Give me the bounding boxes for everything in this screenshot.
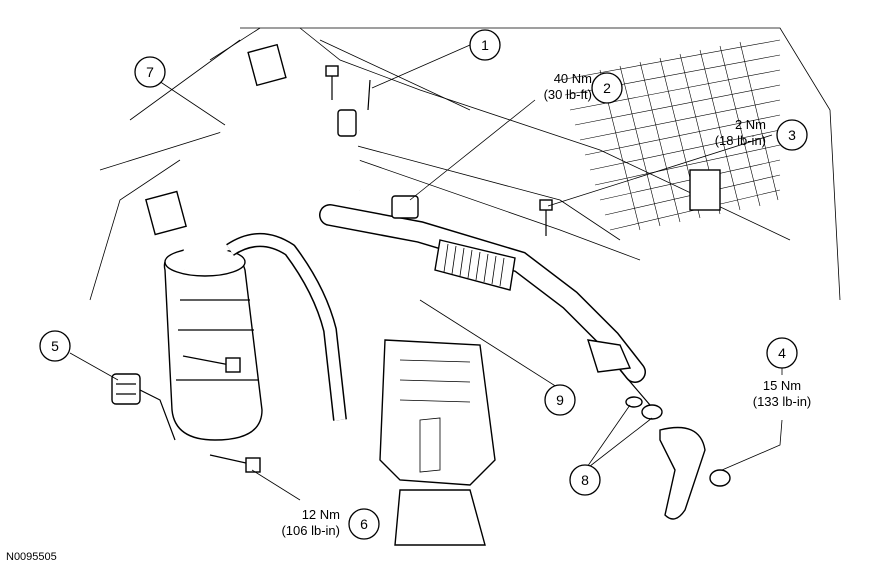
callout-number: 3 [788, 127, 796, 143]
torque-spec: 2 Nm [735, 117, 766, 132]
callout-number: 2 [603, 80, 611, 96]
leader-lines [69, 44, 783, 501]
callout-number: 8 [581, 472, 589, 488]
callout-circle [39, 330, 71, 362]
callout-3: 3 2 Nm(18 lb-in) [715, 117, 808, 151]
callout-5: 5 [39, 330, 71, 362]
callout-circle [766, 337, 798, 369]
callout-circle [544, 384, 576, 416]
torque-spec: 12 Nm [302, 507, 340, 522]
bolts [182, 65, 553, 473]
callout-number: 6 [360, 516, 368, 532]
callout-circle [134, 56, 166, 88]
torque-spec: 15 Nm [763, 378, 801, 393]
callout-1: 1 [469, 29, 501, 61]
callout-number: 4 [778, 345, 786, 361]
callout-number: 7 [146, 64, 154, 80]
callout-circle [591, 72, 623, 104]
callout-number: 5 [51, 338, 59, 354]
callout-number: 1 [481, 37, 489, 53]
accumulator [163, 247, 263, 441]
fitting-assembly [586, 339, 731, 520]
torque-spec: (30 lb-ft) [544, 87, 592, 102]
cowl-structure [89, 27, 841, 301]
callout-9: 9 [544, 384, 576, 416]
callout-circle [569, 464, 601, 496]
torque-spec: (106 lb-in) [281, 523, 340, 538]
torque-spec: (18 lb-in) [715, 133, 766, 148]
callout-4: 4 15 Nm(133 lb-in) [753, 337, 812, 409]
torque-spec: 40 Nm [554, 71, 592, 86]
callout-6: 6 12 Nm(106 lb-in) [281, 507, 380, 540]
torque-spec: (133 lb-in) [753, 394, 812, 409]
pressure-switch [111, 373, 176, 441]
callout-2: 2 40 Nm(30 lb-ft) [544, 71, 623, 104]
figure-id: N0095505 [6, 551, 57, 563]
callout-number: 9 [556, 392, 564, 408]
callout-7: 7 [134, 56, 166, 88]
callout-circle [348, 508, 380, 540]
callout-circle [776, 119, 808, 151]
evaporator-housing [379, 339, 496, 546]
callout-8: 8 [569, 464, 601, 496]
callout-circle [469, 29, 501, 61]
